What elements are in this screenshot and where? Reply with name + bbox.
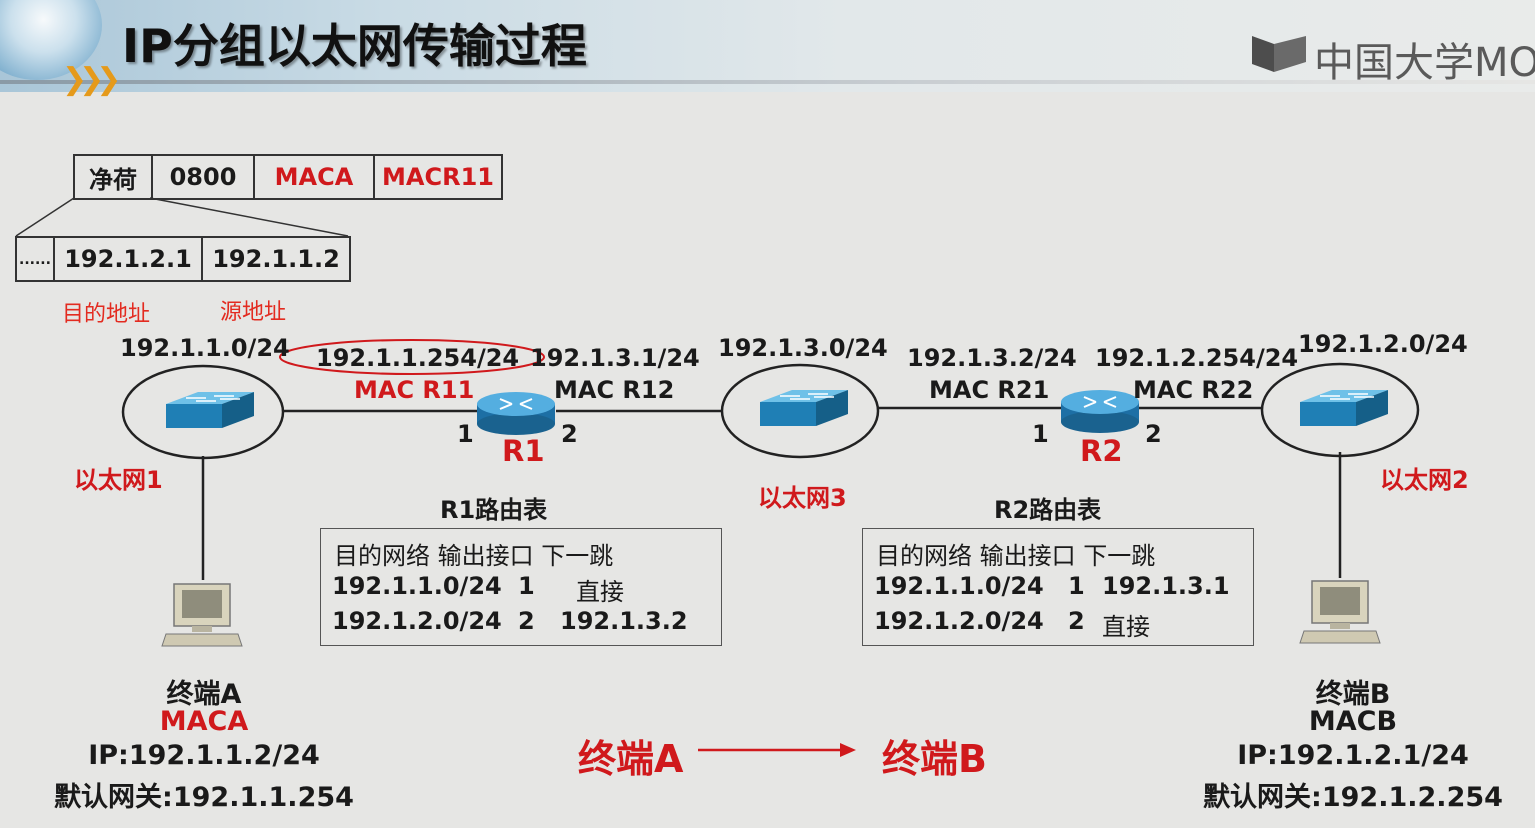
r2-port2: 2 <box>1145 420 1162 448</box>
hostA-ip: IP:192.1.1.2/24 <box>88 740 320 771</box>
r2-if2-ip: 192.1.2.254/24 <box>1095 344 1299 372</box>
r1-port1: 1 <box>457 420 474 448</box>
hostA-gateway: 默认网关:192.1.1.254 <box>54 782 354 813</box>
flow-to-label: 终端B <box>882 737 987 781</box>
hostB-ip: IP:192.1.2.1/24 <box>1237 740 1469 771</box>
frame-type-field: 0800 <box>151 154 255 200</box>
net2-label: 以太网2 <box>1380 466 1469 494</box>
highlight-r11-address <box>279 339 545 375</box>
packet-dst-ip-field: 192.1.2.1 <box>53 236 203 282</box>
r2-row2-next: 直接 <box>1102 613 1150 641</box>
ethernet3-boundary <box>720 363 880 459</box>
packet-src-ip-field: 192.1.1.2 <box>201 236 351 282</box>
hostB-gateway: 默认网关:192.1.2.254 <box>1203 782 1503 813</box>
r1-if1-mac: MAC R11 <box>354 376 475 404</box>
ethernet2-boundary <box>1260 362 1420 458</box>
r2-row1-next: 192.1.3.1 <box>1102 572 1230 600</box>
mooc-logo-icon <box>1252 36 1306 72</box>
r1-if2-ip: 192.1.3.1/24 <box>530 344 700 372</box>
router-icon-r2 <box>1061 390 1139 433</box>
r1-routing-table <box>320 528 722 646</box>
switch-icon-net3 <box>760 390 848 426</box>
r2-port1: 1 <box>1032 420 1049 448</box>
hostB-name: 终端B <box>1315 679 1391 710</box>
frame-src-mac-field: MACR11 <box>373 154 503 200</box>
r1-name: R1 <box>502 434 545 468</box>
router-icon-r1 <box>477 392 555 435</box>
r1-table-title: R1路由表 <box>440 496 548 524</box>
r1-port2: 2 <box>561 420 578 448</box>
r1-row2-net: 192.1.2.0/24 <box>332 607 502 635</box>
flow-arrow-head <box>840 743 856 757</box>
frame-expand-line-right <box>149 197 349 237</box>
computer-icon-hostB <box>1299 580 1381 644</box>
net2-prefix: 192.1.2.0/24 <box>1298 330 1468 358</box>
title-divider <box>0 80 1535 84</box>
net1-label: 以太网1 <box>74 466 163 494</box>
r1-row1-next: 直接 <box>576 578 624 606</box>
r2-row2-net: 192.1.2.0/24 <box>874 607 1044 635</box>
mooc-logo-text: 中国大学MOO <box>1314 40 1535 86</box>
switch-icon-net2 <box>1300 390 1388 426</box>
r1-row1-net: 192.1.1.0/24 <box>332 572 502 600</box>
packet-ellipsis-field: ...... <box>15 236 55 282</box>
frame-dst-mac-field: MACA <box>253 154 375 200</box>
r2-table-header: 目的网络 输出接口 下一跳 <box>876 542 1156 570</box>
r1-row1-port: 1 <box>518 572 535 600</box>
r2-if1-mac: MAC R21 <box>929 376 1050 404</box>
src-address-note: 源地址 <box>220 300 287 325</box>
computer-icon-hostA <box>161 583 243 647</box>
r2-table-title: R2路由表 <box>994 496 1102 524</box>
frame-expand-line-left <box>15 197 75 237</box>
page-title: IP分组以太网传输过程 <box>122 19 587 73</box>
net1-prefix: 192.1.1.0/24 <box>120 334 290 362</box>
r2-if1-ip: 192.1.3.2/24 <box>907 344 1077 372</box>
r2-name: R2 <box>1080 434 1123 468</box>
r2-routing-table <box>862 528 1254 646</box>
frame-payload-field: 净荷 <box>73 154 153 200</box>
r1-row2-port: 2 <box>518 607 535 635</box>
r2-row1-port: 1 <box>1068 572 1085 600</box>
net3-prefix: 192.1.3.0/24 <box>718 334 888 362</box>
r2-row1-net: 192.1.1.0/24 <box>874 572 1044 600</box>
r1-if1-ip: 192.1.1.254/24 <box>316 344 520 372</box>
hostA-mac: MACA <box>159 706 249 737</box>
net3-label: 以太网3 <box>758 484 847 512</box>
r2-row2-port: 2 <box>1068 607 1085 635</box>
r2-if2-mac: MAC R22 <box>1133 376 1254 404</box>
flow-from-label: 终端A <box>578 737 684 781</box>
r1-table-header: 目的网络 输出接口 下一跳 <box>334 542 614 570</box>
chevron-arrows-icon: ❯❯❯ <box>62 62 121 97</box>
switch-icon-net1 <box>166 392 254 428</box>
hostA-name: 终端A <box>166 679 242 710</box>
r1-if2-mac: MAC R12 <box>554 376 675 404</box>
ethernet1-boundary <box>121 364 285 460</box>
hostB-mac: MACB <box>1308 706 1398 737</box>
dst-address-note: 目的地址 <box>62 302 151 327</box>
r1-row2-next: 192.1.3.2 <box>560 607 688 635</box>
